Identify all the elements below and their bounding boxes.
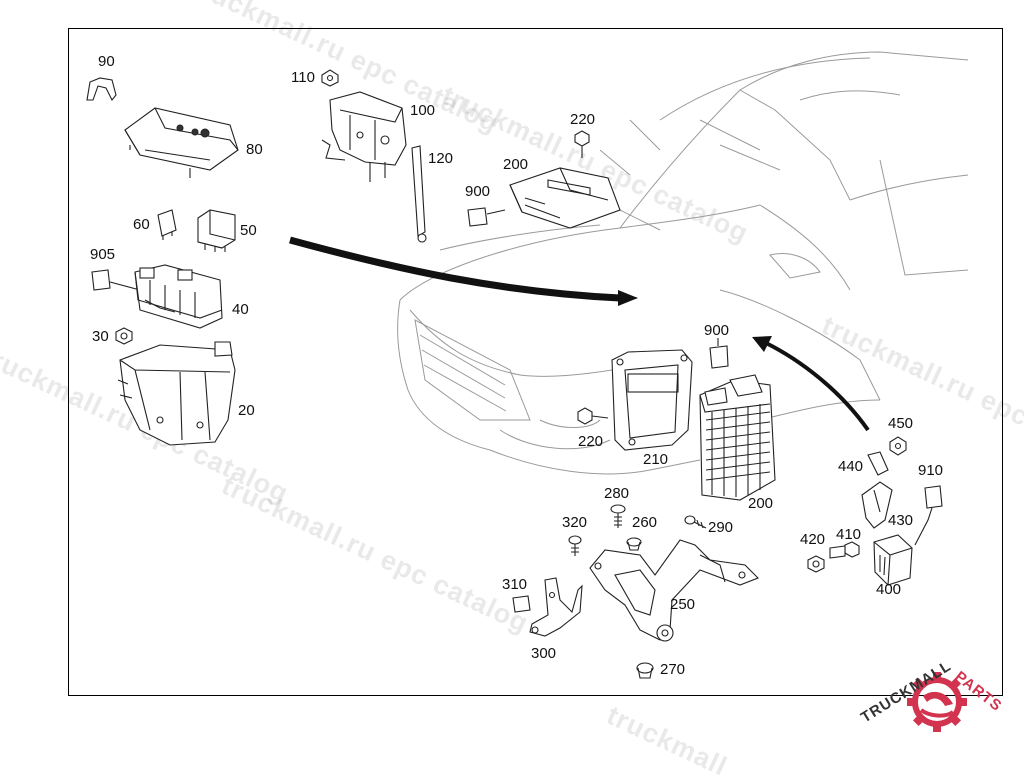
part-40-fuse-block <box>134 264 223 329</box>
callout-label-90: 90 <box>98 53 115 70</box>
part-200-ecu-top <box>509 167 621 229</box>
callout-label-50: 50 <box>240 222 257 239</box>
callout-label-210: 210 <box>643 451 669 468</box>
part-220-bolt-mid <box>577 407 609 425</box>
vehicle-outline <box>397 51 969 475</box>
callout-label-900: 900 <box>704 322 730 339</box>
callout-label-80: 80 <box>246 141 263 158</box>
part-320-screw <box>568 535 582 556</box>
callout-label-60: 60 <box>133 216 150 233</box>
callout-label-450: 450 <box>888 415 914 432</box>
part-110-nut <box>321 69 339 87</box>
callout-label-260: 260 <box>632 514 658 531</box>
part-60-fuse <box>157 209 177 240</box>
callout-label-320: 320 <box>562 514 588 531</box>
part-120-strip <box>411 145 427 243</box>
callout-label-250: 250 <box>670 596 696 613</box>
callout-label-110: 110 <box>291 69 315 86</box>
part-905-connector <box>91 269 141 291</box>
part-900-connector-mid <box>709 338 729 369</box>
callout-label-400: 400 <box>876 581 902 598</box>
part-200-ecu-big <box>699 374 776 501</box>
part-440-bracket <box>861 451 893 529</box>
callout-label-220: 220 <box>578 433 604 450</box>
location-arrows <box>289 236 870 432</box>
callout-label-270: 270 <box>660 661 686 678</box>
callout-label-200: 200 <box>503 156 529 173</box>
callout-label-430: 430 <box>888 512 914 529</box>
part-420-nut <box>807 555 825 573</box>
part-30-nut <box>115 327 133 345</box>
part-80-cover <box>124 107 239 178</box>
part-250-bracket <box>589 539 759 642</box>
part-410-bolt <box>829 541 860 559</box>
callout-label-40: 40 <box>232 301 249 318</box>
part-300-bracket <box>529 577 583 637</box>
callout-label-910: 910 <box>918 462 944 479</box>
callout-label-440: 440 <box>838 458 864 475</box>
callout-label-310: 310 <box>502 576 528 593</box>
callout-label-420: 420 <box>800 531 826 548</box>
part-450-nut <box>889 436 907 456</box>
callout-label-290: 290 <box>708 519 734 536</box>
part-910-connector <box>914 485 943 546</box>
callout-label-280: 280 <box>604 485 630 502</box>
callout-label-410: 410 <box>836 526 862 543</box>
truckmall-logo-gear-icon <box>907 672 967 732</box>
diagram-drawing <box>86 51 969 732</box>
callout-label-900: 900 <box>465 183 491 200</box>
diagram-frame <box>68 28 1003 696</box>
part-900-connector-top <box>467 207 506 227</box>
part-270-grommet <box>636 662 654 679</box>
part-220-bolt-top <box>574 130 590 158</box>
callout-label-120: 120 <box>428 150 454 167</box>
part-260-grommet <box>626 537 642 551</box>
callout-label-905: 905 <box>90 246 116 263</box>
part-400-module <box>873 534 913 586</box>
part-310-clip <box>512 595 531 613</box>
part-90-clip <box>86 77 117 102</box>
callout-label-220: 220 <box>570 111 596 128</box>
part-280-bolt <box>610 504 626 528</box>
callout-label-20: 20 <box>238 402 255 419</box>
part-210-bracket <box>611 349 693 451</box>
callout-label-100: 100 <box>410 102 436 119</box>
part-20-housing <box>117 341 236 446</box>
callout-label-200: 200 <box>748 495 774 512</box>
part-290-screw <box>684 515 707 529</box>
part-50-relay <box>197 209 236 252</box>
callout-label-30: 30 <box>92 328 109 345</box>
callout-label-300: 300 <box>531 645 557 662</box>
part-100-module <box>321 91 407 182</box>
